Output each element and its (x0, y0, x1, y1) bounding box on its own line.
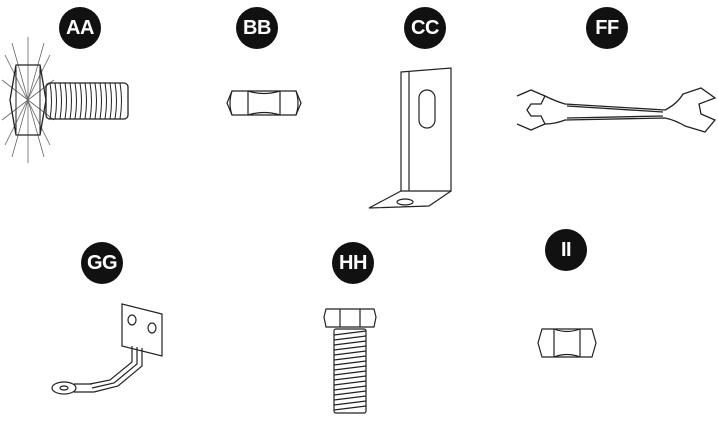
open-end-wrench-icon (515, 84, 718, 145)
label-ii: II (545, 229, 587, 271)
threaded-bolt-with-washer-icon (0, 35, 135, 175)
hex-head-bolt-icon (322, 305, 378, 422)
label-bb: BB (236, 7, 278, 49)
label-hh: HH (332, 242, 374, 284)
label-ff: FF (586, 7, 628, 49)
label-gg: GG (81, 242, 123, 284)
label-aa: AA (59, 7, 101, 49)
angle-bracket-icon (365, 66, 465, 221)
offset-mounting-bracket-icon (50, 300, 174, 405)
label-cc: CC (404, 7, 446, 49)
hex-nut-icon (226, 88, 302, 123)
hex-nut-icon (536, 326, 598, 365)
